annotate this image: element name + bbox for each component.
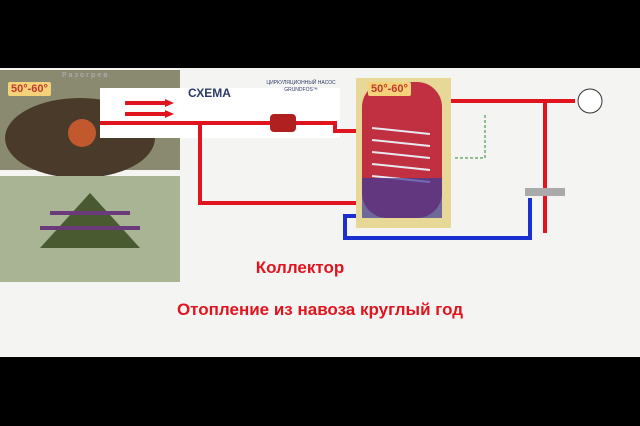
layered-heap xyxy=(40,193,140,248)
diagram-frame: Разогрев 50°-60° 50°-60° СХЕМА ЦИРКУЛЯЦИ… xyxy=(0,68,640,357)
pump-label: ЦИРКУЛЯЦИОННЫЙ НАСОС GRUNDFOS™ xyxy=(266,80,336,93)
shower-icon xyxy=(577,88,603,114)
temperature-badge-tank: 50°-60° xyxy=(368,82,411,96)
return-pipe xyxy=(198,123,360,205)
hot-supply-pipe xyxy=(100,121,360,133)
schema-label: СХЕМА xyxy=(188,86,231,100)
heating-schematic xyxy=(0,70,603,282)
temperature-badge-left: 50°-60° xyxy=(8,82,51,96)
heat-core xyxy=(68,119,96,147)
caption-collector: Коллектор xyxy=(255,258,345,277)
cold-water-pipe xyxy=(343,198,532,240)
caption-heating: Отопление из навоза круглый год xyxy=(176,300,464,319)
circulation-pump xyxy=(270,114,296,132)
mixer-faucet-icon xyxy=(525,188,565,196)
heating-label: Разогрев xyxy=(62,72,110,79)
